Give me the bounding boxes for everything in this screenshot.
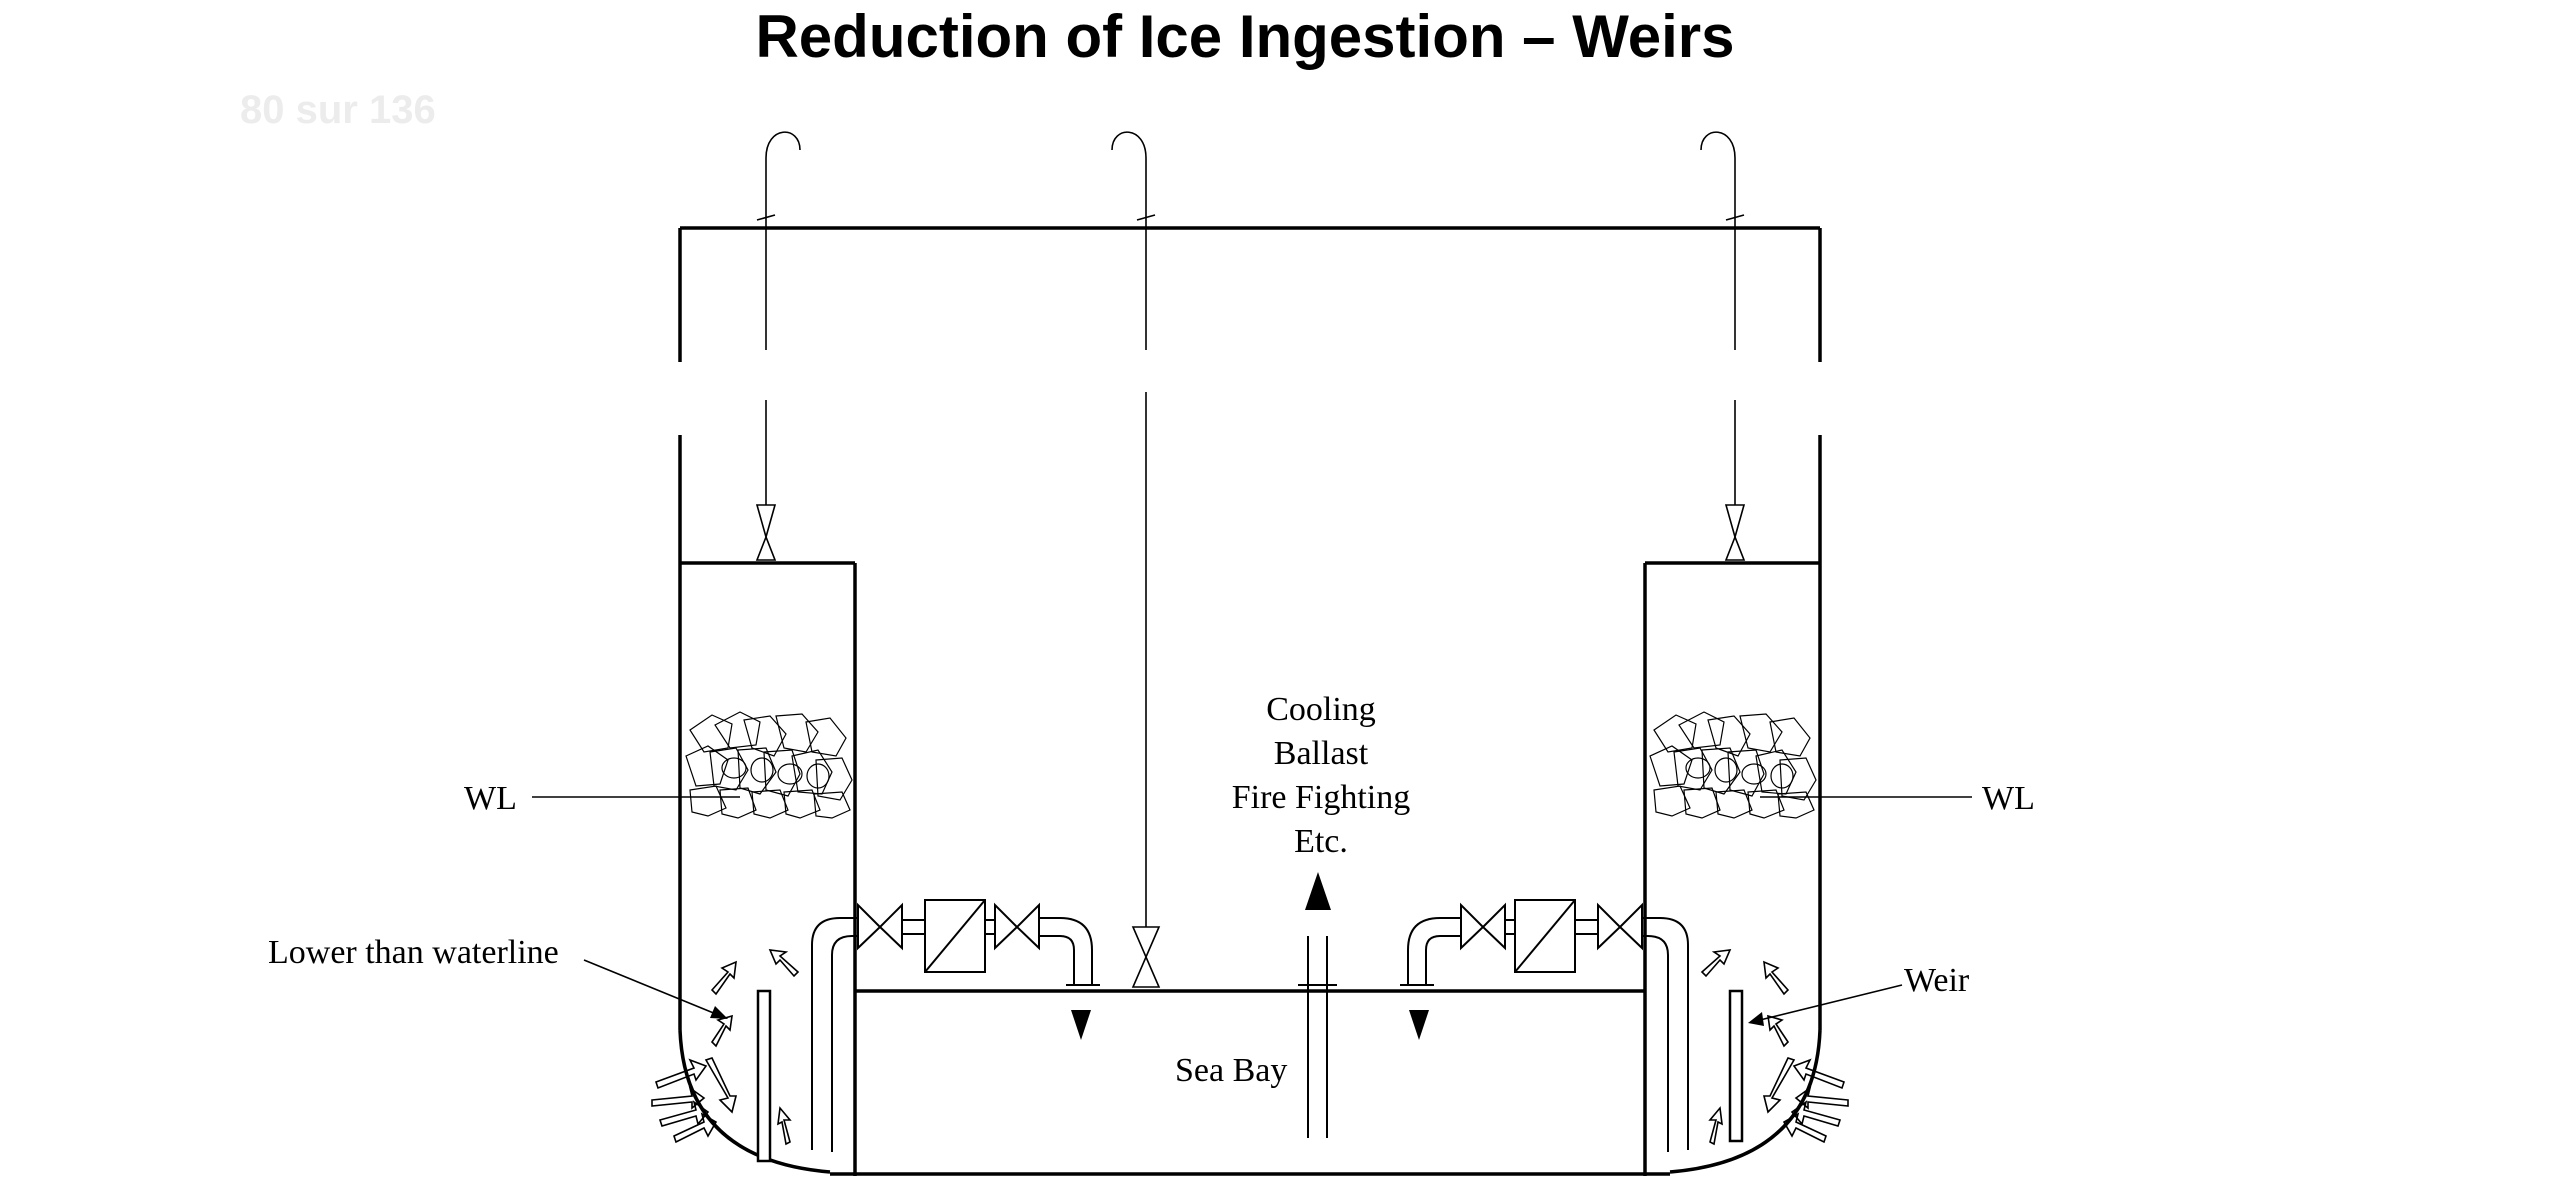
use-label-cooling: Cooling: [1266, 691, 1376, 728]
left-inflow-arrows: [651, 949, 800, 1146]
right-suction-line: [1400, 899, 1689, 1152]
central-discharge-pipe: [1298, 872, 1337, 1138]
use-label-etc: Etc.: [1294, 823, 1348, 860]
left-suction-line: [811, 899, 1100, 1152]
wl-left-label: WL: [464, 780, 517, 817]
hull-upper-structure: [678, 226, 1822, 362]
right-weir: [1728, 989, 1744, 1143]
center-vent-pipe: [1111, 131, 1161, 988]
right-ice-cluster: [1649, 711, 1817, 819]
left-ice-cluster: [685, 711, 853, 819]
left-vent-pipe: [755, 131, 801, 561]
right-inflow-arrows: [1700, 949, 1849, 1146]
use-label-fire-fighting: Fire Fighting: [1232, 779, 1411, 816]
wl-right-label: WL: [1982, 780, 2035, 817]
weir-pointer: [1748, 984, 1903, 1026]
lower-than-waterline-pointer: [583, 959, 728, 1019]
right-sea-chest: [1643, 435, 1822, 1176]
sea-bay: [830, 989, 1670, 1176]
left-weir: [756, 989, 772, 1163]
weir-label: Weir: [1904, 962, 1970, 999]
left-sea-chest: [678, 435, 857, 1176]
right-vent-pipe: [1700, 131, 1746, 561]
page-counter: 80 sur 136: [240, 88, 436, 132]
page-title: Reduction of Ice Ingestion – Weirs: [755, 3, 1735, 70]
lower-than-waterline-label: Lower than waterline: [268, 934, 559, 971]
sea-bay-label: Sea Bay: [1175, 1052, 1287, 1089]
use-label-ballast: Ballast: [1274, 735, 1369, 772]
